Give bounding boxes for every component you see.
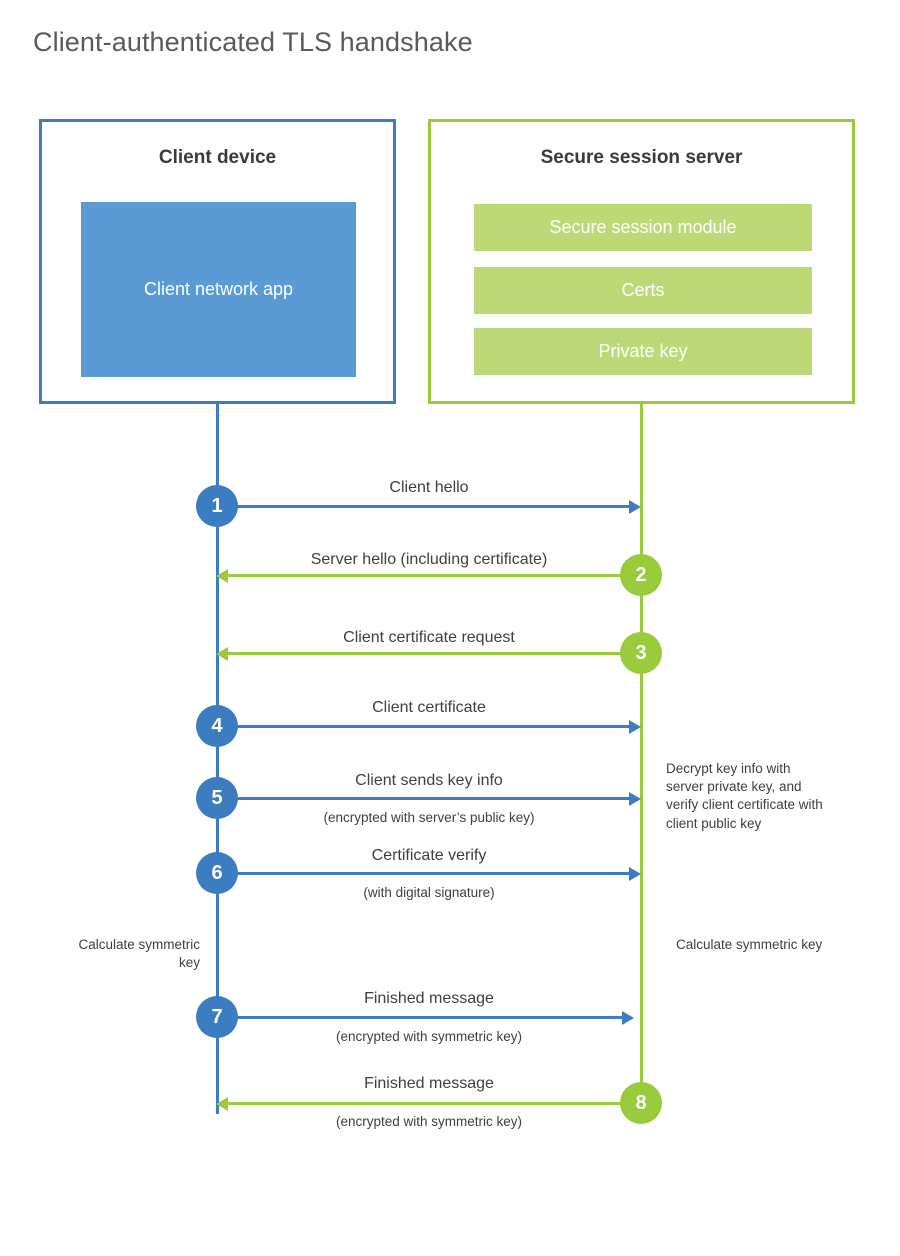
actor-title-client: Client device: [158, 147, 277, 168]
client-network-app-block: Client network app: [81, 202, 356, 377]
arrow-head-6: [629, 867, 641, 881]
arrow-head-1: [629, 500, 641, 514]
message-sublabel-5: (encrypted with server’s public key): [323, 810, 535, 825]
message-label-6: Certificate verify: [371, 847, 487, 864]
arrow-head-5: [629, 792, 641, 806]
note-client-calculate-symmetric-key: Calculate symmetric key: [78, 937, 200, 971]
actor-box-client: Client device Client network app: [39, 119, 396, 404]
server-block-private-key: Private key: [474, 328, 812, 375]
arrow-head-3: [216, 647, 228, 661]
message-label-8: Finished message: [364, 1075, 494, 1092]
actor-box-server: Secure session server Secure session mod…: [428, 119, 855, 404]
message-label-2: Server hello (including certificate): [310, 551, 548, 568]
message-label-7: Finished message: [364, 990, 494, 1007]
step-circle-7[interactable]: 7: [196, 996, 238, 1038]
message-line-4: [217, 725, 632, 728]
server-block-certs: Certs: [474, 267, 812, 314]
note-server-decrypt: Decrypt key info with server private key…: [666, 761, 823, 831]
message-line-2: [228, 574, 642, 577]
message-line-8: [228, 1102, 642, 1105]
message-line-5: [217, 797, 632, 800]
message-sublabel-8: (encrypted with symmetric key): [335, 1114, 523, 1129]
message-sublabel-7: (encrypted with symmetric key): [335, 1029, 523, 1044]
actor-title-server: Secure session server: [540, 147, 743, 168]
message-label-4: Client certificate: [372, 699, 486, 716]
page-title: Client-authenticated TLS handshake: [33, 27, 473, 57]
message-label-5: Client sends key info: [355, 772, 503, 789]
message-line-7: [217, 1016, 625, 1019]
message-line-3: [228, 652, 642, 655]
step-circle-3[interactable]: 3: [620, 632, 662, 674]
message-label-1: Client hello: [389, 479, 469, 496]
step-circle-6[interactable]: 6: [196, 852, 238, 894]
step-circle-8[interactable]: 8: [620, 1082, 662, 1124]
lifeline-server: [640, 404, 643, 1106]
message-sublabel-6: (with digital signature): [363, 885, 495, 900]
message-line-6: [217, 872, 632, 875]
step-circle-1[interactable]: 1: [196, 485, 238, 527]
arrow-head-4: [629, 720, 641, 734]
step-circle-5[interactable]: 5: [196, 777, 238, 819]
arrow-head-2: [216, 569, 228, 583]
step-circle-2[interactable]: 2: [620, 554, 662, 596]
arrow-head-8: [216, 1097, 228, 1111]
lifeline-client: [216, 404, 219, 1114]
arrow-head-7: [622, 1011, 634, 1025]
server-block-secure-session-module: Secure session module: [474, 204, 812, 251]
message-label-3: Client certificate request: [343, 629, 515, 646]
message-line-1: [217, 505, 632, 508]
note-server-calculate-symmetric-key: Calculate symmetric key: [676, 937, 823, 952]
step-circle-4[interactable]: 4: [196, 705, 238, 747]
